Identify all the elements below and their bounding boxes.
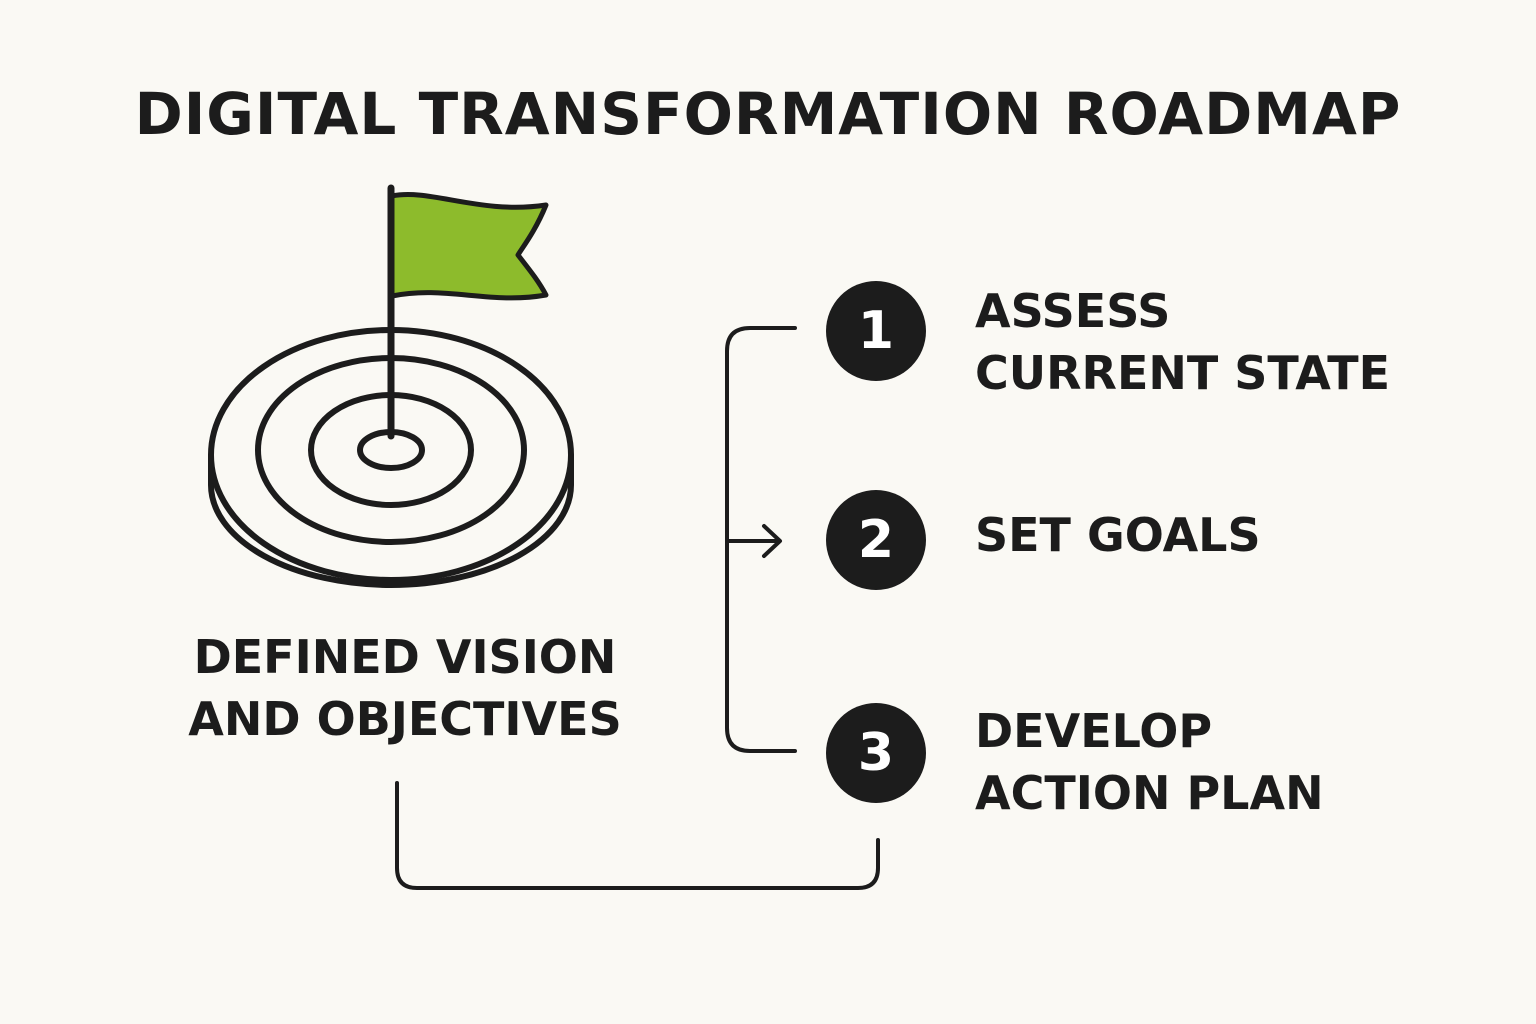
steps-bracket (725, 326, 797, 753)
vision-label: DEFINED VISION AND OBJECTIVES (160, 626, 650, 750)
step-3-label: DEVELOP ACTION PLAN (975, 700, 1324, 824)
page-title: DIGITAL TRANSFORMATION ROADMAP (134, 80, 1402, 148)
step-2-badge: 2 (826, 490, 926, 590)
step-3-badge: 3 (826, 703, 926, 803)
vision-label-line2: AND OBJECTIVES (188, 692, 622, 746)
vision-label-line1: DEFINED VISION (193, 630, 617, 684)
flag-icon (387, 184, 549, 440)
step-3-label-line1: DEVELOP (975, 704, 1213, 758)
step-1-badge: 1 (826, 281, 926, 381)
step-1-label: ASSESS CURRENT STATE (975, 280, 1390, 404)
step-1-label-line1: ASSESS (975, 284, 1171, 338)
step-1-label-line2: CURRENT STATE (975, 346, 1391, 400)
step-2-label: SET GOALS (975, 504, 1261, 566)
step-2-label-line1: SET GOALS (975, 508, 1261, 562)
connector-line (395, 781, 880, 890)
step-3-label-line2: ACTION PLAN (975, 766, 1324, 820)
